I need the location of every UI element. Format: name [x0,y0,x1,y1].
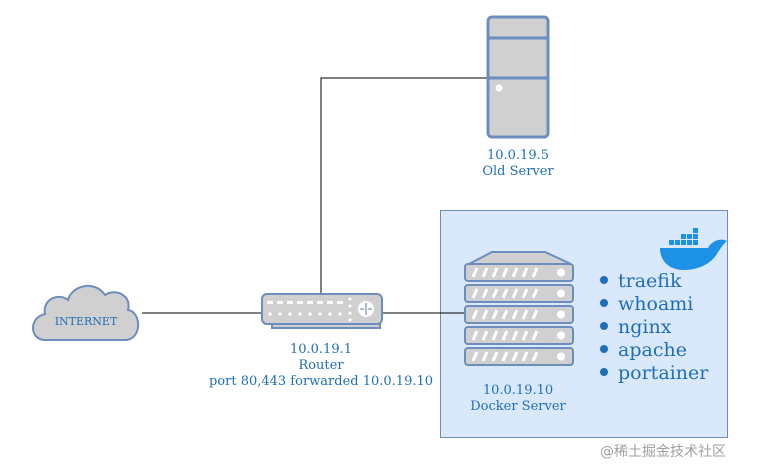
internet-cloud-icon [32,285,140,341]
internet-label: INTERNET [54,315,118,328]
bullet-icon [600,345,608,353]
router-port-forward-note: port 80,443 forwarded 10.0.19.10 [208,374,434,389]
old-server-label: 10.0.19.5 Old Server [458,148,578,180]
service-item: whoami [600,293,708,316]
connector-router-old-server [320,77,488,295]
server-unit [464,305,574,324]
old-server-ip: 10.0.19.5 [486,148,550,163]
server-unit [464,326,574,345]
router-ip: 10.0.19.1 [289,342,353,357]
router-icon [261,293,383,329]
docker-server-icon [464,251,574,366]
watermark: @稀土掘金技术社区 [600,444,726,460]
docker-server-label: 10.0.19.10 Docker Server [458,383,578,415]
bullet-icon [600,322,608,330]
service-item: portainer [600,362,708,385]
server-unit [464,347,574,366]
old-server-icon [486,15,550,139]
router-label: 10.0.19.1 Router port 80,443 forwarded 1… [190,342,452,390]
docker-whale-icon [660,228,727,270]
router-name: Router [298,358,344,373]
bullet-icon [600,368,608,376]
docker-server-name: Docker Server [470,399,566,414]
service-list: traefik whoami nginx apache portainer [600,270,708,385]
server-unit [464,263,574,282]
service-item: traefik [600,270,708,293]
service-item: nginx [600,316,708,339]
service-item: apache [600,339,708,362]
bullet-icon [600,276,608,284]
server-unit [464,284,574,303]
bullet-icon [600,299,608,307]
docker-server-ip: 10.0.19.10 [482,383,554,398]
old-server-name: Old Server [482,164,554,179]
